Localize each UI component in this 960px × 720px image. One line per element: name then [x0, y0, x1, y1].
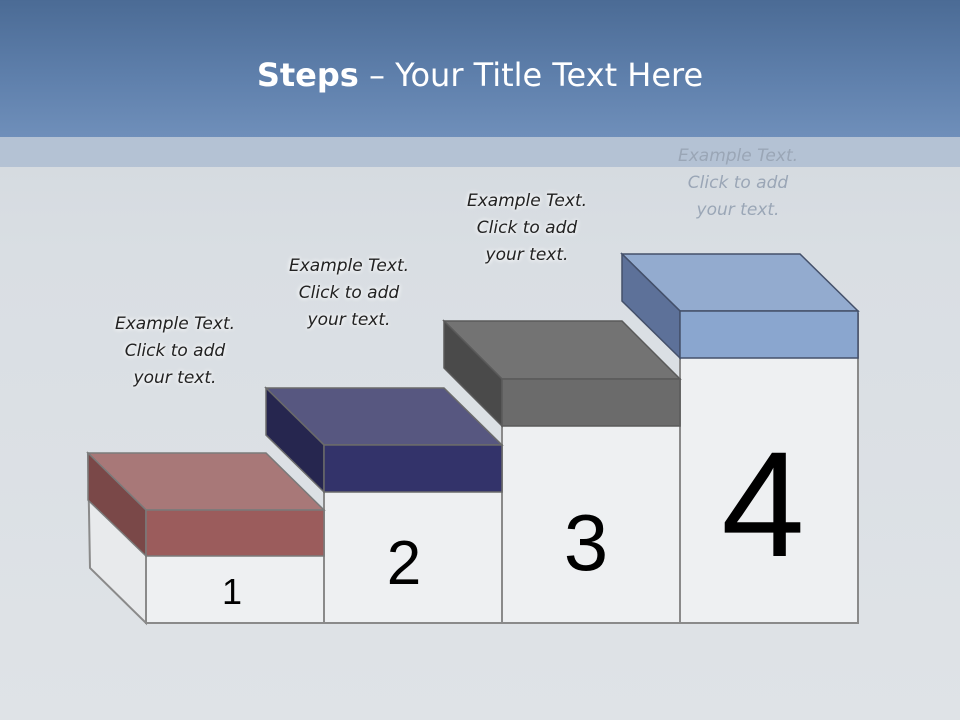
step-3-number: 3 [564, 498, 609, 587]
step-1-caption[interactable]: Example Text. Click to add your text. [114, 314, 236, 388]
slide-title[interactable]: Steps – Your Title Text Here [0, 56, 960, 94]
step-1-number: 1 [222, 571, 242, 612]
step-2-number: 2 [387, 529, 421, 598]
step-2-caption[interactable]: Example Text. Click to add your text. [288, 256, 410, 330]
title-bar [0, 0, 960, 137]
step-4-number: 4 [721, 420, 804, 588]
step-4-block[interactable] [620, 252, 860, 360]
slide-title-rest: – Your Title Text Here [358, 56, 704, 94]
step-4-caption[interactable]: Example Text. Click to add your text. [677, 146, 799, 220]
slide-title-bold: Steps [256, 56, 359, 94]
step-3-block[interactable] [442, 319, 682, 428]
title-bar-shadow-strip [0, 137, 960, 167]
step-2-block[interactable] [264, 386, 504, 494]
step-1-block[interactable] [86, 451, 326, 558]
step-3-caption[interactable]: Example Text. Click to add your text. [466, 191, 588, 265]
